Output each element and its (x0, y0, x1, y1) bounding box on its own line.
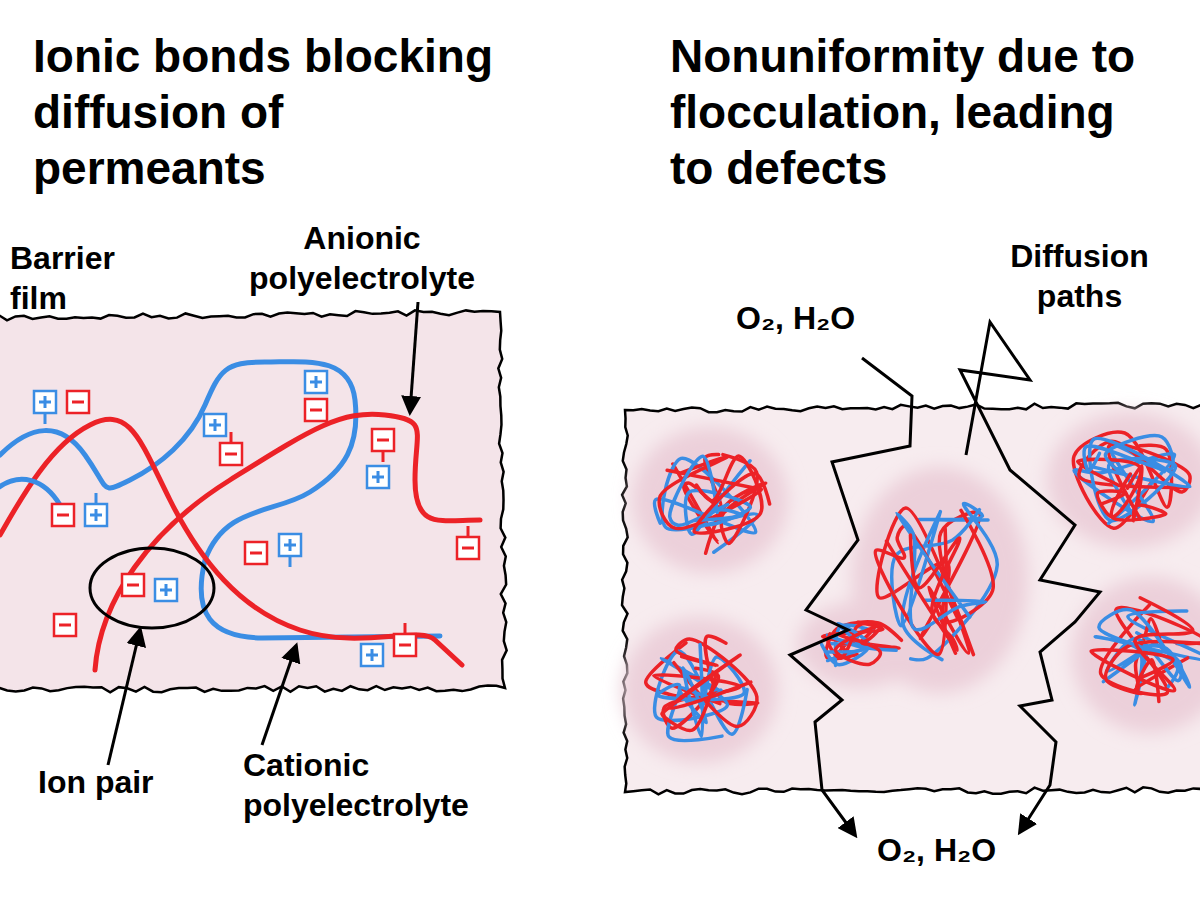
floc-strand (659, 456, 761, 528)
floc-strand (1091, 598, 1193, 691)
charge-symbol (52, 504, 74, 526)
floc-strand (694, 456, 770, 533)
charge-symbol (394, 623, 416, 656)
charge-box (155, 579, 177, 601)
floc-halo (632, 427, 788, 573)
permeant-label: O₂, H₂O (877, 830, 1077, 870)
charge-box (220, 443, 242, 465)
charge-bar (377, 471, 380, 483)
charge-stub (382, 451, 385, 462)
panel-heading: Ionic bonds blocking diffusion of permea… (33, 28, 503, 196)
cluster-halos (622, 412, 1200, 763)
charge-box (67, 391, 89, 413)
diffusion-path (960, 322, 1100, 832)
charge-box (372, 429, 394, 451)
charge-symbol (34, 391, 56, 424)
charge-box (204, 414, 226, 436)
charge-symbol (372, 429, 394, 462)
diffusion-path (790, 358, 912, 835)
floc-strand (886, 535, 960, 650)
charge-symbol (54, 614, 76, 636)
charge-symbol (279, 534, 301, 567)
charge-box (34, 391, 56, 413)
charge-box (279, 534, 301, 556)
charge-bar (59, 624, 71, 627)
part-label: Ion pair (38, 762, 208, 802)
charge-bar (250, 552, 262, 555)
charge-stub (289, 556, 292, 567)
charge-box (457, 537, 479, 559)
charge-bar (95, 509, 98, 521)
charge-box (394, 634, 416, 656)
charge-bar (377, 439, 389, 442)
charge-box (245, 542, 267, 564)
polyelectrolyte-chain (95, 414, 480, 670)
charge-bar (44, 396, 47, 408)
leader-arrow (262, 646, 296, 745)
charge-box (52, 504, 74, 526)
polyelectrolyte-chain (0, 362, 440, 638)
floc-strand (1111, 466, 1166, 521)
charge-box (367, 466, 389, 488)
charge-bar (214, 419, 217, 431)
polyelectrolyte-chain (0, 479, 60, 505)
charge-stub (404, 623, 407, 634)
part-label: Anionic polyelectrolyte (212, 218, 512, 298)
charge-bar (315, 376, 318, 388)
part-label: Cationic polyelectrolyte (243, 745, 543, 825)
part-label: Barrier film (10, 238, 160, 318)
charge-stub (95, 493, 98, 504)
charge-bar (225, 453, 237, 456)
charge-bar (310, 409, 322, 412)
charge-stub (467, 526, 470, 537)
floc-strand (1084, 436, 1173, 472)
charge-stub (230, 432, 233, 443)
charge-box (305, 371, 327, 393)
floc-strand (892, 510, 980, 660)
panel-heading: Nonuniformity due to flocculation, leadi… (670, 28, 1170, 196)
leader-arrow (108, 630, 140, 765)
charge-bar (289, 539, 292, 551)
charge-bar (57, 514, 69, 517)
floc-strand (911, 503, 998, 659)
charge-bar (165, 584, 168, 596)
charge-symbol (67, 391, 89, 413)
charge-symbol (367, 466, 389, 488)
charge-box (305, 399, 327, 421)
charge-bar (462, 547, 474, 550)
charge-symbol (305, 399, 327, 421)
charge-box (122, 574, 144, 596)
part-label: Diffusion paths (972, 236, 1187, 316)
barrier-film-band (0, 310, 507, 692)
charge-bar (371, 649, 374, 661)
floc-strand (662, 655, 751, 730)
floc-halo (1047, 412, 1200, 548)
charge-symbol (155, 579, 177, 601)
charge-box (54, 614, 76, 636)
charge-box (361, 644, 383, 666)
charge-bar (127, 584, 139, 587)
charge-box (85, 504, 107, 526)
floc-halo (622, 617, 778, 763)
charge-bar (72, 401, 84, 404)
floc-strand (896, 514, 985, 630)
leader-arrow (410, 302, 418, 412)
permeant-label: O₂, H₂O (736, 298, 936, 338)
polyelectrolyte-chain (0, 419, 462, 665)
charge-symbol (361, 644, 383, 666)
charge-symbol (220, 432, 242, 465)
charge-symbol (305, 371, 327, 393)
ion-pair-ring (90, 548, 214, 628)
charge-stub (44, 413, 47, 424)
charge-symbol (245, 542, 267, 564)
charge-symbol (85, 493, 107, 526)
charge-symbol (204, 414, 226, 436)
charge-symbol (122, 574, 144, 596)
charge-bar (399, 644, 411, 647)
charge-symbol (457, 526, 479, 559)
